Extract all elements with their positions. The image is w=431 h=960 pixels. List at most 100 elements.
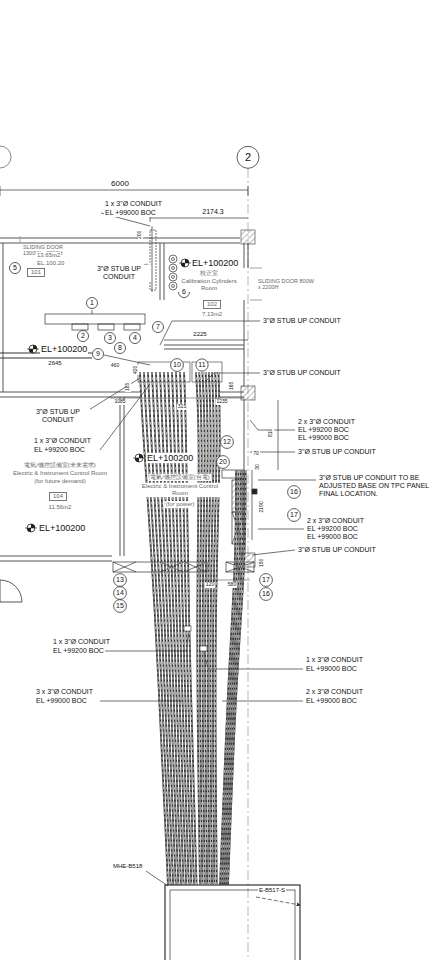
annotation-text: 3"Ø STUB UP CONDUIT	[87, 265, 151, 281]
annotation-text: 70	[252, 451, 260, 457]
annotation-text: 2 x 3"Ø CONDUIT	[297, 418, 356, 426]
annotation-text: 460	[110, 363, 120, 369]
annotation-text: EL +99200 BOC	[33, 446, 86, 454]
callout-number: 9	[95, 350, 101, 358]
annotation-text: 1 x 3"Ø CONDUIT	[33, 437, 92, 445]
annotation-text: 2 x 3"Ø CONDUIT	[306, 517, 365, 525]
callout-circle	[114, 574, 127, 587]
room-number: 102	[207, 301, 217, 308]
callout-circle	[196, 359, 208, 371]
annotation-text: EL+100200	[191, 258, 239, 268]
annotation-text: 1 x 3"Ø CONDUIT	[104, 200, 163, 208]
annotation-text: 7.13m2	[201, 311, 223, 318]
room-tag: 102	[203, 300, 221, 309]
annotation-text: EL +99000 BOC	[305, 665, 358, 673]
annotation-text: EL +99000 BOC	[297, 434, 350, 442]
annotation-text: EL +99000 BOC	[104, 209, 157, 217]
annotation-text: EL +99200 BOC	[297, 426, 350, 434]
callout-number: 4	[132, 334, 138, 342]
callout-circle	[9, 263, 20, 274]
callout-circle	[171, 359, 184, 372]
annotation-text: EL+100200	[38, 523, 86, 533]
annotation-text: E-B517-S	[258, 887, 286, 894]
annotation-text: (for power)	[164, 501, 195, 508]
callout-circle	[217, 456, 230, 469]
annotation-text: EL +99200 BOC	[52, 647, 105, 655]
callout-number: 5	[12, 264, 18, 272]
annotation-text: 3"Ø STUB UP CONDUIT	[262, 369, 342, 377]
annotation-text: 3"Ø STUB UP CONDUIT	[262, 317, 342, 325]
callout-circle	[288, 486, 301, 499]
callout-number: 1	[89, 299, 95, 307]
room-tag: 104	[49, 492, 67, 501]
annotation-text: 2225	[192, 331, 207, 338]
callout-circle	[221, 436, 234, 449]
annotation-text: 3"Ø STUB UP CONDUIT TO BE ADJUSTED BASE …	[318, 474, 431, 498]
annotation-text: 420	[133, 365, 139, 375]
callout-number: 15	[115, 602, 125, 610]
annotation-text: 3"Ø STUB UP CONDUIT	[26, 408, 90, 424]
annotation-text: 1085	[113, 399, 126, 405]
callout-number: 16	[289, 488, 299, 496]
conduit-bundle	[140, 372, 246, 885]
annotation-text: 810	[268, 428, 274, 438]
annotation-text: 2645	[47, 360, 62, 367]
annotation-text: 11.56m2	[48, 504, 73, 511]
callout-number: 11	[197, 361, 206, 369]
annotation-text: EL+100200	[146, 453, 194, 463]
callout-number: 7	[155, 323, 161, 331]
callout-number: 17	[289, 511, 299, 519]
level-symbol	[25, 524, 37, 532]
annotation-text: 1 x 3"Ø CONDUIT	[305, 656, 364, 664]
annotation-text: 1 x 3"Ø CONDUIT	[52, 638, 111, 646]
callout-circle	[152, 322, 163, 333]
annotation-text: 校正室	[199, 270, 219, 277]
callout-circle	[114, 343, 125, 354]
annotation-text: EL +99000 BOC	[35, 697, 88, 705]
callout-circle	[114, 600, 127, 613]
annotation-text: 3 x 3"Ø CONDUIT	[35, 688, 94, 696]
annotation-text: Electric & Instrument Control Room	[12, 470, 108, 477]
level-symbol	[133, 454, 145, 462]
annotation-text: 150	[259, 558, 265, 568]
annotation-text: 電気/儀控設備室(未来需求)	[23, 462, 97, 469]
annotation-text: 3"Ø STUB UP CONDUIT	[297, 546, 377, 554]
annotation-text: EL +99200 BOC	[306, 525, 359, 533]
annotation-text: 165	[229, 381, 235, 391]
room-tag: 101	[27, 268, 45, 277]
annotation-text: EL+100200	[40, 344, 88, 354]
annotation-text: (for future demand)	[33, 478, 86, 485]
annotation-text: 2190	[259, 500, 265, 513]
callout-circle	[260, 588, 273, 601]
annotation-text: SLIDING DOOR 800W x 2200H	[257, 278, 317, 291]
callout-number: 8	[117, 344, 123, 352]
annotation-text: 6000	[110, 179, 130, 188]
callout-number: 20	[218, 458, 228, 466]
annotation-text: 185	[125, 382, 131, 392]
annotation-text: EL +99000 BOC	[305, 697, 358, 705]
annotation-text: 13.65m2	[36, 252, 61, 259]
annotation-text: 315	[177, 404, 187, 410]
room-number: 101	[31, 269, 41, 276]
room-number: 104	[53, 493, 63, 500]
callout-number: 13	[115, 576, 125, 584]
callout-circle	[260, 574, 273, 587]
callout-circle	[86, 298, 97, 309]
callout-circle	[104, 333, 115, 344]
annotation-text: 30	[255, 463, 261, 471]
callout-number: 12	[222, 438, 232, 446]
callout-number: 17	[261, 576, 271, 584]
annotation-text: 580	[227, 582, 237, 588]
annotation-text: 2174.3	[201, 208, 224, 216]
callout-circle	[114, 587, 127, 600]
callout-circle	[129, 333, 140, 344]
callout-circle	[92, 349, 103, 360]
annotation-text: 3"Ø STUB UP CONDUIT	[297, 448, 377, 456]
annotation-text: Electric & Instrument Control Room	[139, 483, 221, 497]
annotation-text: EL +99000 BOC	[306, 533, 359, 541]
annotation-text: MHE-B518	[112, 863, 143, 870]
annotation-text: 電氣/儀控設備室(台電)	[149, 474, 211, 481]
annotation-text: 1235	[215, 399, 228, 405]
callout-number: 2	[244, 151, 252, 164]
annotation-text: EL.100.20	[36, 260, 65, 267]
